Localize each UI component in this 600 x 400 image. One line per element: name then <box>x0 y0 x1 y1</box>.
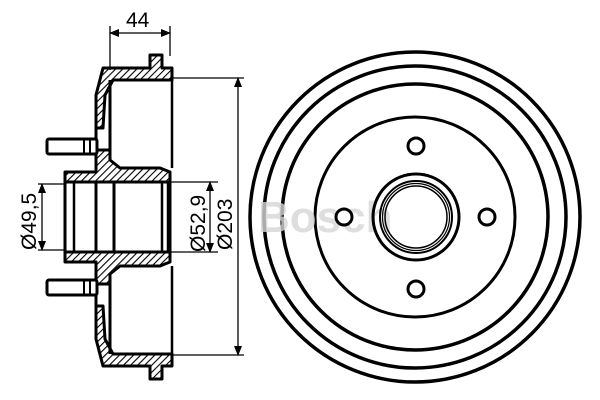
bolt-hole-left <box>334 207 354 227</box>
hub-ring-2 <box>381 182 451 252</box>
hub-ring-3 <box>384 185 448 249</box>
dimension-drum-diameter: Ø203 <box>172 77 244 356</box>
dimension-bore-inner: Ø49,5 <box>18 183 66 251</box>
drum-ring-3 <box>280 82 550 352</box>
bolt-hole-right <box>477 207 497 227</box>
section-view: 44 Ø49,5 Ø52,9 Ø203 <box>18 9 244 381</box>
dim-52-9-label: Ø52,9 <box>187 195 210 252</box>
dim-44-label: 44 <box>126 9 150 32</box>
drum-ring-inner <box>313 115 517 319</box>
watermark-text: Bosch <box>258 193 392 242</box>
drum-ring-outer <box>248 50 582 384</box>
hub-bore <box>63 180 172 254</box>
bolt-hole-bottom <box>406 279 426 299</box>
drum-ring-2 <box>262 64 568 370</box>
drum-shell-bottom <box>63 250 174 381</box>
dimension-bore-outer: Ø52,9 <box>170 181 218 253</box>
wheel-stud-top <box>45 137 99 156</box>
drum-shell-top <box>63 53 174 184</box>
bolt-hole-top <box>406 136 426 156</box>
dimension-width: 44 <box>109 9 171 70</box>
dim-49-5-label: Ø49,5 <box>18 193 41 250</box>
dim-203-label: Ø203 <box>214 199 237 250</box>
wheel-stud-bottom <box>45 278 99 297</box>
hub-outer <box>371 172 461 262</box>
hub-ring-1 <box>379 180 453 254</box>
front-view: Bosch <box>248 50 582 384</box>
